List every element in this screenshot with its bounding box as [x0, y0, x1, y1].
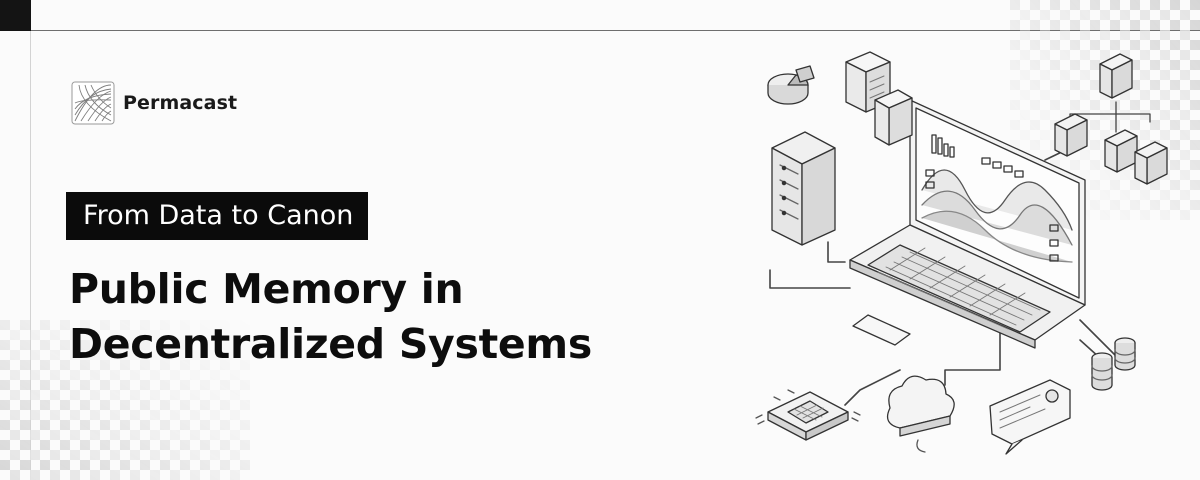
tech-illustration — [755, 51, 1168, 455]
server-rack-icon — [771, 131, 836, 246]
tagline-badge: From Data to Canon — [66, 192, 369, 240]
brand[interactable]: Permacast — [71, 81, 237, 125]
chat-bubble-icon — [989, 379, 1071, 455]
globe-grid-icon — [71, 81, 115, 125]
page-title-line-2: Decentralized Systems — [69, 320, 592, 368]
top-divider — [31, 30, 1200, 31]
page-title-line-1: Public Memory in — [69, 265, 464, 313]
left-divider — [30, 31, 31, 480]
page-title: Public Memory in Decentralized Systems — [69, 262, 592, 372]
cpu-chip-icon — [755, 389, 861, 441]
laptop-icon — [849, 99, 1086, 349]
checker-pattern-bottom-left — [0, 320, 250, 480]
brand-name: Permacast — [123, 92, 238, 114]
folder-tree-icon — [1054, 53, 1168, 185]
cloud-icon — [886, 375, 955, 453]
database-icon — [1091, 337, 1136, 391]
pie-chart-icon — [767, 65, 815, 105]
documents-icon — [845, 51, 913, 146]
corner-block — [0, 0, 31, 31]
